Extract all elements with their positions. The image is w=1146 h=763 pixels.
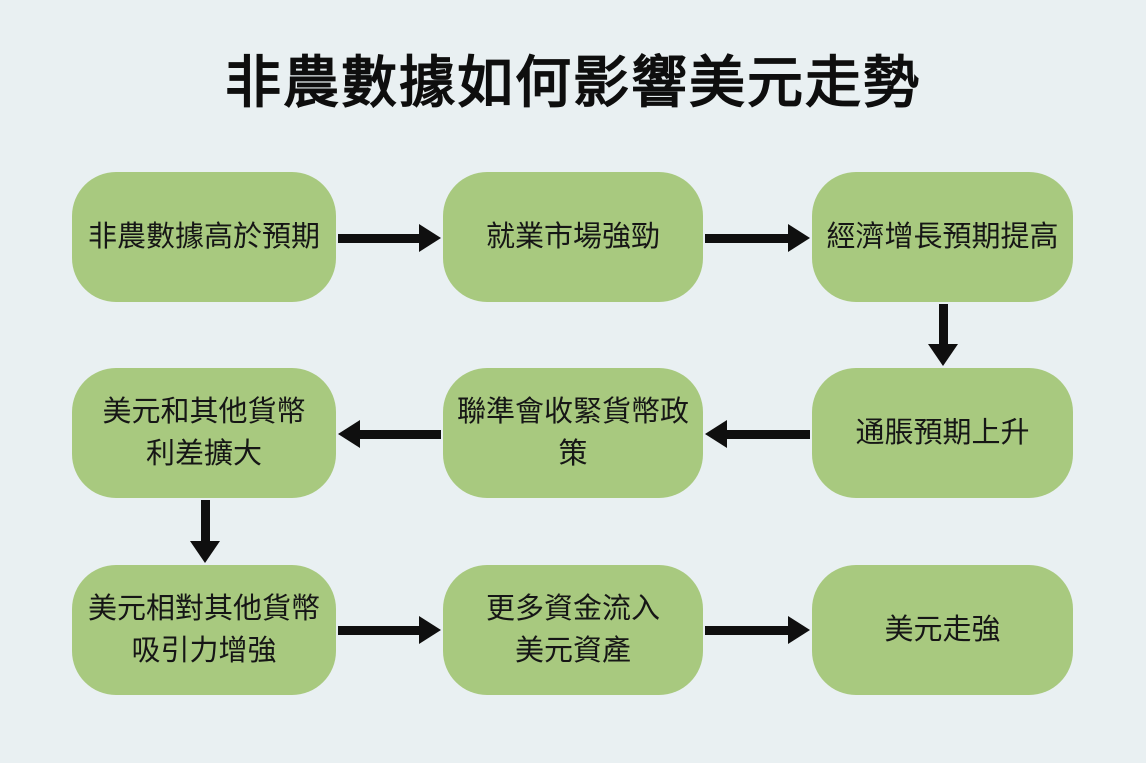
arrow-right-icon-attractiveness-to-inflow <box>338 615 441 645</box>
node-usd-strengthens: 美元走強 <box>812 565 1073 695</box>
arrow-head-icon <box>788 224 810 252</box>
arrow-shaft <box>705 625 788 635</box>
arrow-head-icon <box>190 541 220 563</box>
arrow-shaft <box>338 233 419 243</box>
node-higher-growth-expectations: 經濟增長預期提高 <box>812 172 1073 302</box>
arrow-head-icon <box>419 616 441 644</box>
arrow-shaft <box>360 429 441 439</box>
node-capital-inflow-usd-assets: 更多資金流入 美元資產 <box>443 565 703 695</box>
arrow-shaft <box>727 429 810 439</box>
arrow-head-icon <box>788 616 810 644</box>
node-nfp-beats-expectations: 非農數據高於預期 <box>72 172 336 302</box>
arrow-head-icon <box>419 224 441 252</box>
arrow-down-icon-growth-to-inflation <box>928 304 958 366</box>
node-strong-job-market: 就業市場強勁 <box>443 172 703 302</box>
arrow-down-icon-ratediff-to-attractiveness <box>190 500 220 563</box>
arrow-shaft <box>938 304 948 344</box>
page-title: 非農數據如何影響美元走勢 <box>225 51 921 114</box>
arrow-shaft <box>705 233 788 243</box>
node-rising-inflation-expectations: 通脹預期上升 <box>812 368 1073 498</box>
arrow-left-icon-fed-to-ratediff <box>338 419 441 449</box>
node-usd-attractiveness-up: 美元相對其他貨幣 吸引力增強 <box>72 565 336 695</box>
arrow-head-icon <box>338 420 360 448</box>
arrow-left-icon-inflation-to-fed <box>705 419 810 449</box>
node-rate-differential-widens: 美元和其他貨幣 利差擴大 <box>72 368 336 498</box>
arrow-head-icon <box>928 344 958 366</box>
node-fed-tightening: 聯準會收緊貨幣政策 <box>443 368 703 498</box>
arrow-shaft <box>338 625 419 635</box>
arrow-head-icon <box>705 420 727 448</box>
arrow-shaft <box>200 500 210 541</box>
arrow-right-icon-nfp-to-jobmarket <box>338 223 441 253</box>
arrow-right-icon-jobmarket-to-growth <box>705 223 810 253</box>
arrow-right-icon-inflow-to-usdstrong <box>705 615 810 645</box>
